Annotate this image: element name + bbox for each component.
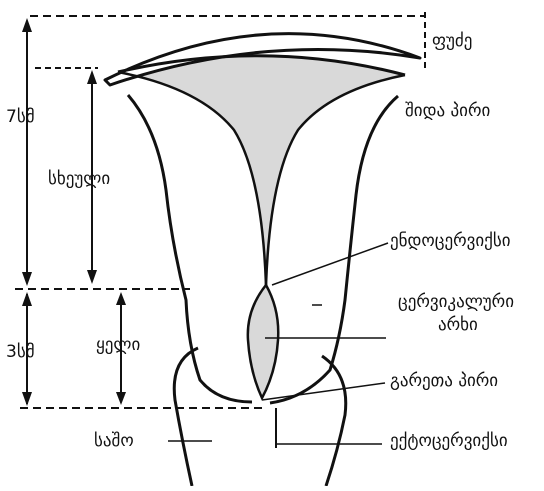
label-upper-length: 7სმ [6, 107, 35, 127]
body-arrowhead-bottom [87, 270, 97, 284]
ectocervix-leader [276, 430, 382, 444]
vagina-wall-left [174, 348, 198, 486]
label-external-os: გარეთა პირი [390, 371, 498, 391]
label-cervical-canal-2: არხი [438, 315, 478, 335]
label-cervical-canal-1: ცერვიკალური [398, 292, 514, 312]
label-ectocervix: ექტოცერვიქსი [390, 431, 508, 451]
endocervix-leader [272, 243, 388, 285]
lower-arrowhead-top [22, 292, 32, 306]
label-lower-length: 3სმ [6, 342, 35, 362]
label-fundus: ფუძე [432, 31, 472, 51]
label-internal-os: შიდა პირი [405, 101, 490, 121]
upper-arrowhead-top [22, 18, 32, 32]
upper-arrowhead-bottom [22, 272, 32, 286]
uterus-wall-left-outer [128, 95, 252, 402]
cervix-arrowhead-bottom [116, 392, 126, 405]
external-os-leader [262, 383, 385, 400]
label-vagina: საშო [94, 431, 134, 451]
uterine-cavity [118, 56, 405, 285]
body-arrowhead-top [87, 70, 97, 84]
label-body: სხეული [48, 169, 110, 189]
cervix-arrowhead-top [116, 292, 126, 305]
lower-arrowhead-bottom [22, 392, 32, 406]
cervical-canal [248, 285, 278, 398]
label-endocervix: ენდოცერვიქსი [390, 231, 511, 251]
label-cervix: ყელი [96, 335, 140, 355]
